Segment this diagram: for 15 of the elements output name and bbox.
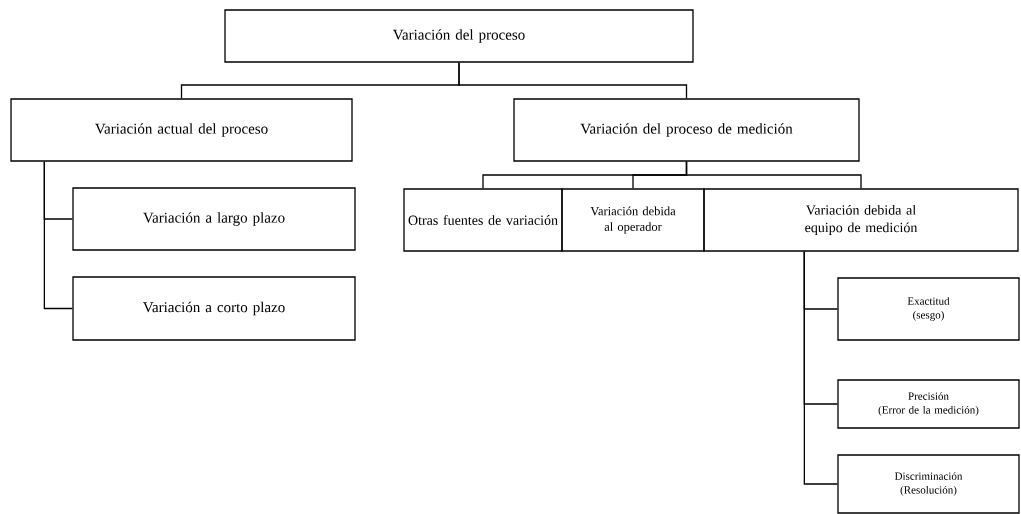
- process-box: Variación debida al equipo de medición: [703, 188, 1019, 252]
- process-box: Variación del proceso de medición: [513, 98, 860, 162]
- process-box: Discriminación (Resolución): [837, 454, 1020, 514]
- process-box: Variación debida al operador: [561, 188, 705, 252]
- process-box: Precisión (Error de la medición): [837, 379, 1020, 429]
- process-box: Variación a largo plazo: [72, 187, 356, 251]
- process-box: Otras fuentes de variación: [403, 188, 563, 252]
- connector-line: [458, 62, 688, 99]
- connector-line: [43, 161, 73, 310]
- process-box: Exactitud (sesgo): [837, 277, 1020, 341]
- connector-line: [685, 161, 862, 189]
- connector-line: [803, 251, 838, 485]
- process-box: Variación a corto plazo: [72, 276, 356, 341]
- process-box: Variación actual del proceso: [10, 98, 353, 162]
- process-box: Variación del proceso: [224, 9, 694, 63]
